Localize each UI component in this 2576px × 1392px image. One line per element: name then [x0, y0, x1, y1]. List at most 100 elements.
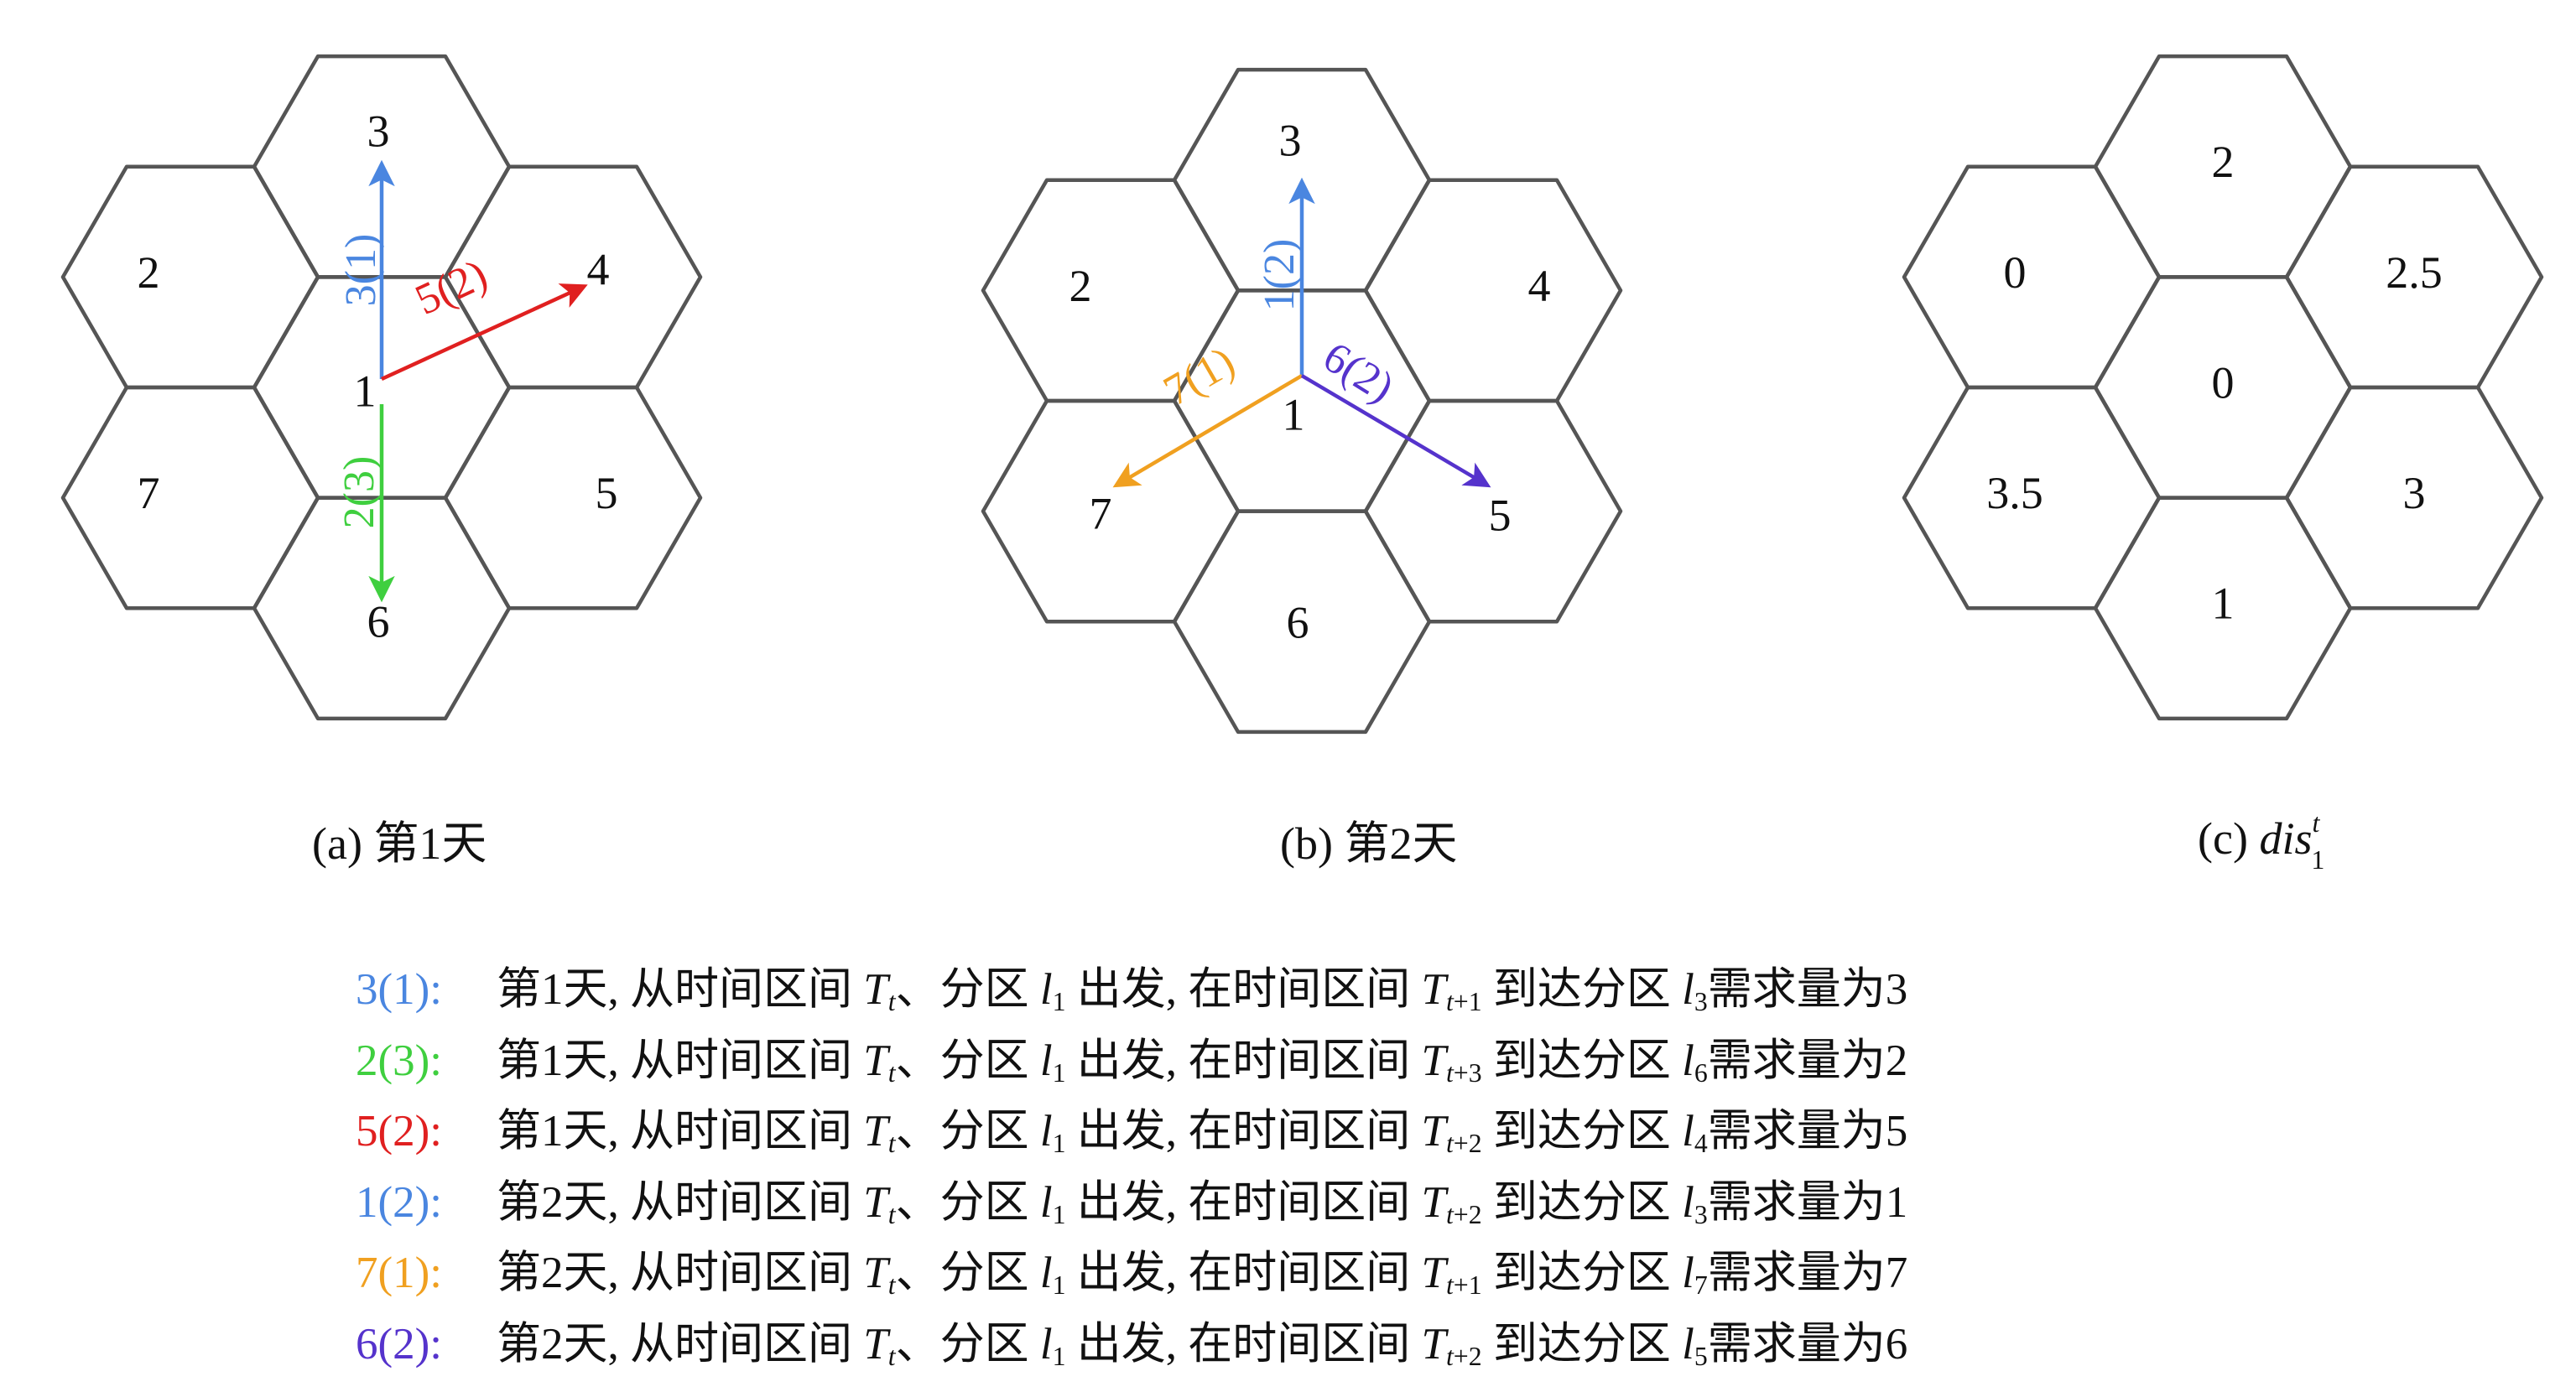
legend-text-part: , 从时间区间: [607, 1249, 864, 1297]
legend-entry: 2(3): 第1天, 从时间区间 Tt、分区 l1 出发, 在时间区间 Tt+3 …: [356, 1026, 2386, 1097]
panel-distance: 0 2 0 2.5 3.5 3 1: [1902, 54, 2544, 721]
caption-day-2: (b) 第2天: [1280, 818, 1457, 869]
legend-text-part: , 从时间区间: [607, 965, 864, 1014]
legend-entry: 6(2): 第2天, 从时间区间 Tt、分区 l1 出发, 在时间区间 Tt+2 …: [356, 1309, 2386, 1380]
legend-text-part: 需求量为: [1707, 1319, 1886, 1369]
legend-text-part: 到达分区: [1481, 1177, 1683, 1227]
cell-label-nw: 2: [1069, 261, 1092, 311]
cell-label-se: 5: [1489, 490, 1512, 540]
legend-entry: 3(1): 第1天, 从时间区间 Tt、分区 l1 出发, 在时间区间 Tt+1 …: [356, 954, 2386, 1026]
flow-arrow-label: 7(1): [1156, 338, 1243, 416]
legend-code: 3(1):: [356, 965, 443, 1014]
cell-label-ne: 2.5: [2386, 247, 2443, 298]
cell-label-n: 2: [2212, 137, 2235, 187]
legend-text-part: 到达分区: [1481, 1036, 1683, 1085]
legend-code: 6(2):: [356, 1319, 443, 1369]
legend-description: 第1天, 从时间区间 Tt、分区 l1 出发, 在时间区间 Tt+2 到达分区 …: [497, 1107, 1908, 1158]
legend-time-start: Tt: [863, 1036, 896, 1088]
legend-text-part: 出发, 在时间区间: [1065, 1319, 1422, 1369]
cell-label-ne: 4: [587, 244, 610, 294]
flow-arrow-label: 5(2): [409, 251, 495, 325]
legend-time-arrive: Tt+1: [1421, 965, 1482, 1016]
cell-label-nw: 0: [2004, 247, 2027, 298]
legend-dest-zone: l6: [1682, 1036, 1708, 1088]
legend-description: 第1天, 从时间区间 Tt、分区 l1 出发, 在时间区间 Tt+1 到达分区 …: [497, 965, 1908, 1016]
hex-cell-s: [252, 496, 512, 721]
hex-cell-sw: [60, 385, 320, 610]
legend-dest-zone: l5: [1682, 1319, 1708, 1371]
legend-text-part: , 从时间区间: [607, 1319, 864, 1369]
legend-time-start: Tt: [863, 965, 896, 1016]
flow-arrow-label: 3(1): [337, 234, 385, 307]
cell-label-sw: 7: [1090, 488, 1112, 538]
flow-arrow: [1112, 374, 1304, 488]
legend-day: 第1天: [497, 965, 608, 1014]
legend-day: 第2天: [497, 1249, 608, 1297]
legend-day: 第1天: [497, 1036, 608, 1085]
hex-cell-nw: [1902, 164, 2162, 390]
legend-text-part: 需求量为: [1707, 1249, 1886, 1297]
legend-text-part: 、分区: [895, 1107, 1040, 1156]
legend-origin-zone: l1: [1039, 965, 1066, 1016]
legend-text-part: , 从时间区间: [607, 1107, 864, 1156]
legend-code: 2(3):: [356, 1036, 443, 1085]
legend-demand-value: 1: [1885, 1177, 1908, 1227]
cell-label-c: 0: [2212, 357, 2235, 408]
legend-dest-zone: l3: [1682, 965, 1708, 1016]
legend-text-part: 到达分区: [1481, 1249, 1683, 1297]
legend-demand-value: 3: [1885, 965, 1908, 1014]
legend-text-part: 出发, 在时间区间: [1065, 1177, 1422, 1227]
legend-day: 第1天: [497, 1107, 608, 1156]
legend-demand-value: 5: [1885, 1107, 1908, 1156]
cell-label-c: 1: [1283, 389, 1305, 439]
legend-time-arrive: Tt+2: [1421, 1319, 1482, 1371]
legend-text-part: 、分区: [895, 965, 1040, 1014]
legend-origin-zone: l1: [1039, 1177, 1066, 1229]
legend-text-part: 出发, 在时间区间: [1065, 1249, 1422, 1297]
legend-text-part: 需求量为: [1707, 1107, 1886, 1156]
legend-text-part: , 从时间区间: [607, 1036, 864, 1085]
legend-text-part: 到达分区: [1481, 1319, 1683, 1369]
cell-label-sw: 3.5: [1986, 468, 2043, 518]
legend-description: 第1天, 从时间区间 Tt、分区 l1 出发, 在时间区间 Tt+3 到达分区 …: [497, 1036, 1908, 1088]
legend-code: 1(2):: [356, 1177, 443, 1227]
legend-origin-zone: l1: [1039, 1036, 1066, 1088]
cell-label-se: 3: [2403, 468, 2426, 518]
cell-label-s: 6: [1287, 597, 1309, 647]
hex-cell-ne: [1363, 178, 1623, 403]
legend-day: 第2天: [497, 1319, 608, 1369]
legend-time-arrive: Tt+2: [1421, 1177, 1482, 1229]
legend-text-part: 、分区: [895, 1249, 1040, 1297]
legend-demand-value: 2: [1885, 1036, 1908, 1085]
legend-description: 第2天, 从时间区间 Tt、分区 l1 出发, 在时间区间 Tt+2 到达分区 …: [497, 1177, 1908, 1229]
legend-description: 第2天, 从时间区间 Tt、分区 l1 出发, 在时间区间 Tt+2 到达分区 …: [497, 1319, 1908, 1371]
legend-entry: 7(1):第2天, 从时间区间 Tt、分区 l1 出发, 在时间区间 Tt+1 …: [356, 1238, 2386, 1309]
legend-text-part: 需求量为: [1707, 965, 1886, 1014]
legend-entry: 1(2): 第2天, 从时间区间 Tt、分区 l1 出发, 在时间区间 Tt+2 …: [356, 1167, 2386, 1239]
hex-cell-s: [2093, 496, 2353, 721]
cell-label-s: 1: [2212, 579, 2235, 629]
cell-label-se: 5: [596, 468, 618, 518]
legend-demand-value: 6: [1885, 1319, 1908, 1369]
legend-text-part: 、分区: [895, 1036, 1040, 1085]
cell-label-s: 6: [367, 596, 390, 647]
hex-cell-nw: [60, 164, 320, 390]
legend-time-arrive: Tt+2: [1421, 1107, 1482, 1158]
flow-arrow-label: 1(2): [1256, 239, 1304, 312]
cell-label-c: 1: [354, 366, 377, 416]
legend-entry: 5(2): 第1天, 从时间区间 Tt、分区 l1 出发, 在时间区间 Tt+2 …: [356, 1096, 2386, 1167]
legend-time-arrive: Tt+3: [1421, 1036, 1482, 1088]
cell-label-ne: 4: [1528, 261, 1551, 311]
legend-text-part: , 从时间区间: [607, 1177, 864, 1227]
legend-dest-zone: l4: [1682, 1107, 1708, 1158]
legend-time-start: Tt: [863, 1107, 896, 1158]
caption-day-1: (a) 第1天: [312, 818, 487, 869]
legend-code: 5(2):: [356, 1107, 443, 1156]
legend-origin-zone: l1: [1039, 1249, 1066, 1300]
legend: 3(1): 第1天, 从时间区间 Tt、分区 l1 出发, 在时间区间 Tt+1 …: [356, 954, 2386, 1379]
legend-demand-value: 7: [1885, 1249, 1908, 1297]
legend-code: 7(1):: [356, 1249, 443, 1297]
